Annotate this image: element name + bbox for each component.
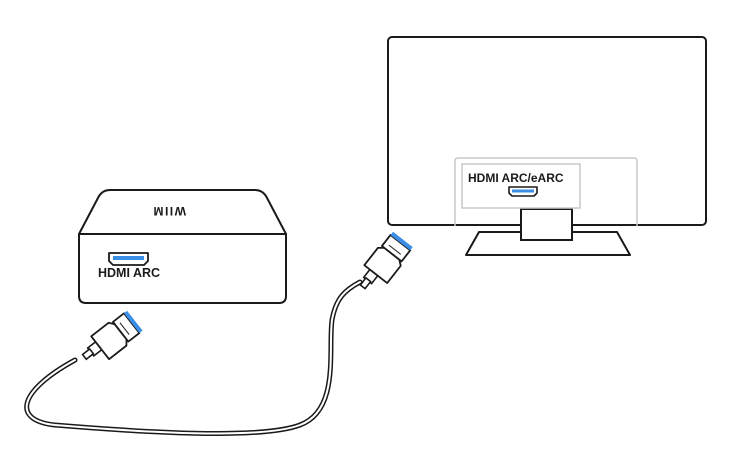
left-hdmi-plug bbox=[81, 310, 143, 361]
wiim-hdmi-port-icon bbox=[108, 252, 149, 266]
hdmi-cable-icon bbox=[24, 231, 413, 436]
wiim-port-label: HDMI ARC bbox=[98, 266, 161, 280]
tv-port-label-box bbox=[461, 163, 581, 209]
tv-port-panel bbox=[454, 157, 638, 226]
cable-wire-outer bbox=[24, 279, 363, 436]
wiim-front-face bbox=[78, 233, 287, 304]
cable-wire-inner bbox=[25, 281, 361, 435]
tv-port-label: HDMI ARC/eARC bbox=[468, 171, 564, 185]
tv-hdmi-port-icon bbox=[508, 186, 538, 197]
wiim-logo: WIIM bbox=[152, 204, 186, 218]
tv-stand-neck bbox=[520, 208, 573, 241]
tv bbox=[387, 36, 707, 256]
wiim-device bbox=[78, 189, 287, 304]
wiim-top-face bbox=[78, 189, 287, 235]
right-hdmi-plug bbox=[359, 231, 413, 290]
